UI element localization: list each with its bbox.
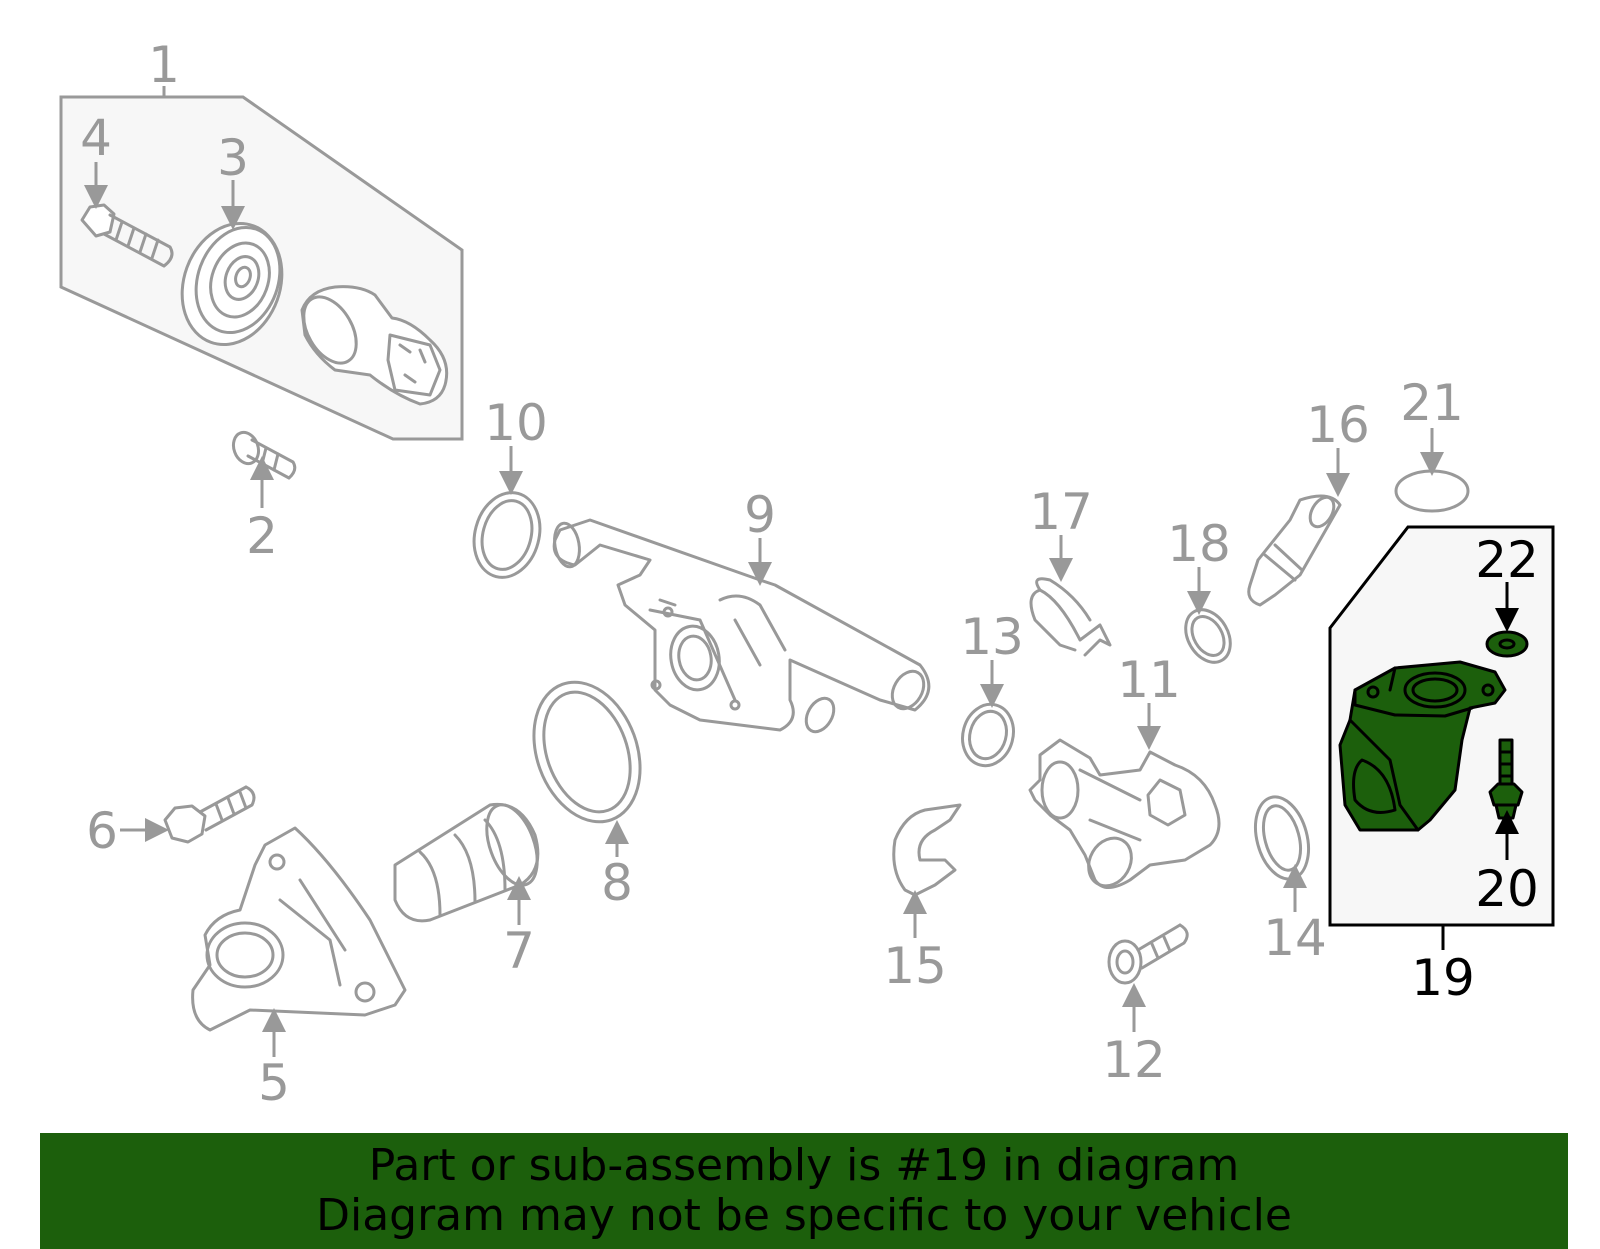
part-3-pulley <box>180 221 284 347</box>
part-17-clip <box>1029 577 1112 657</box>
part-7-cylinder <box>393 802 540 923</box>
callout-5: 5 <box>258 1054 290 1112</box>
callout-12: 12 <box>1102 1031 1166 1089</box>
callout-labels: 1 2 3 4 5 6 7 8 9 10 11 12 13 14 15 16 1… <box>80 36 1539 1112</box>
callout-6: 6 <box>86 802 118 860</box>
info-banner: Part or sub-assembly is #19 in diagram D… <box>40 1133 1568 1249</box>
part-5-water-outlet-flange <box>191 826 407 1032</box>
part-16-sensor <box>1247 494 1342 607</box>
part-22-washer <box>1485 630 1529 658</box>
part-6-bolt <box>163 785 256 844</box>
part-11-water-flange <box>1028 738 1221 889</box>
callout-9: 9 <box>744 486 776 544</box>
callout-4: 4 <box>80 109 112 167</box>
callout-7: 7 <box>503 922 535 980</box>
callout-8: 8 <box>601 854 633 912</box>
part-20-bolt <box>1488 738 1524 820</box>
part-8-gasket <box>532 680 642 824</box>
callout-20: 20 <box>1475 860 1539 918</box>
part-18-o-ring <box>1184 608 1232 664</box>
part-10-o-ring <box>472 491 542 579</box>
callout-1: 1 <box>148 36 180 94</box>
leader-lines <box>84 162 1519 1057</box>
callout-10: 10 <box>484 394 548 452</box>
callout-19: 19 <box>1411 949 1475 1007</box>
callout-16: 16 <box>1306 396 1370 454</box>
part-15-clip <box>892 803 962 897</box>
callout-15: 15 <box>883 937 947 995</box>
part-tensioner-body <box>300 285 449 406</box>
callout-18: 18 <box>1167 515 1231 573</box>
callout-13: 13 <box>960 608 1024 666</box>
part-19-outlet-housing <box>1338 660 1507 832</box>
part-13-o-ring <box>961 702 1015 768</box>
callout-17: 17 <box>1029 483 1093 541</box>
callout-14: 14 <box>1263 909 1327 967</box>
part-12-bolt <box>1107 923 1189 985</box>
part-9-coolant-pipe-housing <box>552 518 931 734</box>
part-14-o-ring <box>1254 795 1310 881</box>
callout-11: 11 <box>1117 651 1181 709</box>
callout-21: 21 <box>1400 374 1464 432</box>
banner-line-1: Part or sub-assembly is #19 in diagram <box>368 1140 1240 1191</box>
callout-2: 2 <box>246 507 278 565</box>
callout-22: 22 <box>1475 531 1539 589</box>
banner-line-2: Diagram may not be specific to your vehi… <box>316 1190 1292 1241</box>
part-21-o-ring <box>1394 469 1470 513</box>
callout-3: 3 <box>217 129 249 187</box>
